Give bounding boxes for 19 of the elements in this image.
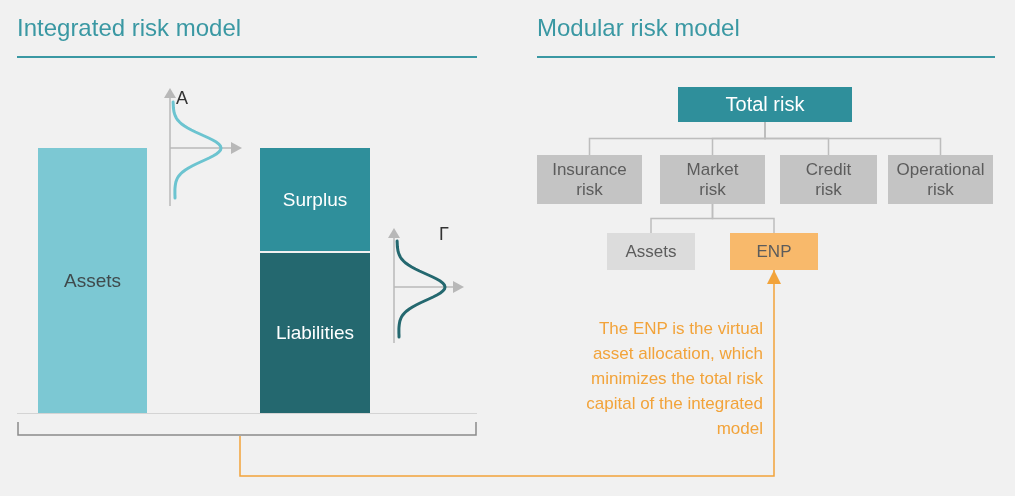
axis-label: Γ <box>439 224 449 246</box>
axis-label: A <box>176 88 188 110</box>
category-box: ENP <box>730 233 818 270</box>
category-box: Total risk <box>678 87 852 122</box>
category-box: Operational risk <box>888 155 993 204</box>
bar-segment: Liabilities <box>260 253 370 413</box>
category-box: Credit risk <box>780 155 877 204</box>
connector-line <box>711 203 775 234</box>
section-heading: Modular risk model <box>537 14 740 43</box>
category-box: Market risk <box>660 155 765 204</box>
category-box: Insurance risk <box>537 155 642 204</box>
bracket <box>17 422 477 436</box>
arrow <box>239 269 781 477</box>
connector-line <box>764 121 942 156</box>
bar: Assets <box>38 148 147 413</box>
category-box: Assets <box>607 233 695 270</box>
section-heading: Integrated risk model <box>17 14 242 43</box>
bar-segment: Surplus <box>260 148 370 251</box>
edge-label: The ENP is the virtual asset allocation, which minimizes the total risk capital of the integrated model <box>585 318 763 440</box>
